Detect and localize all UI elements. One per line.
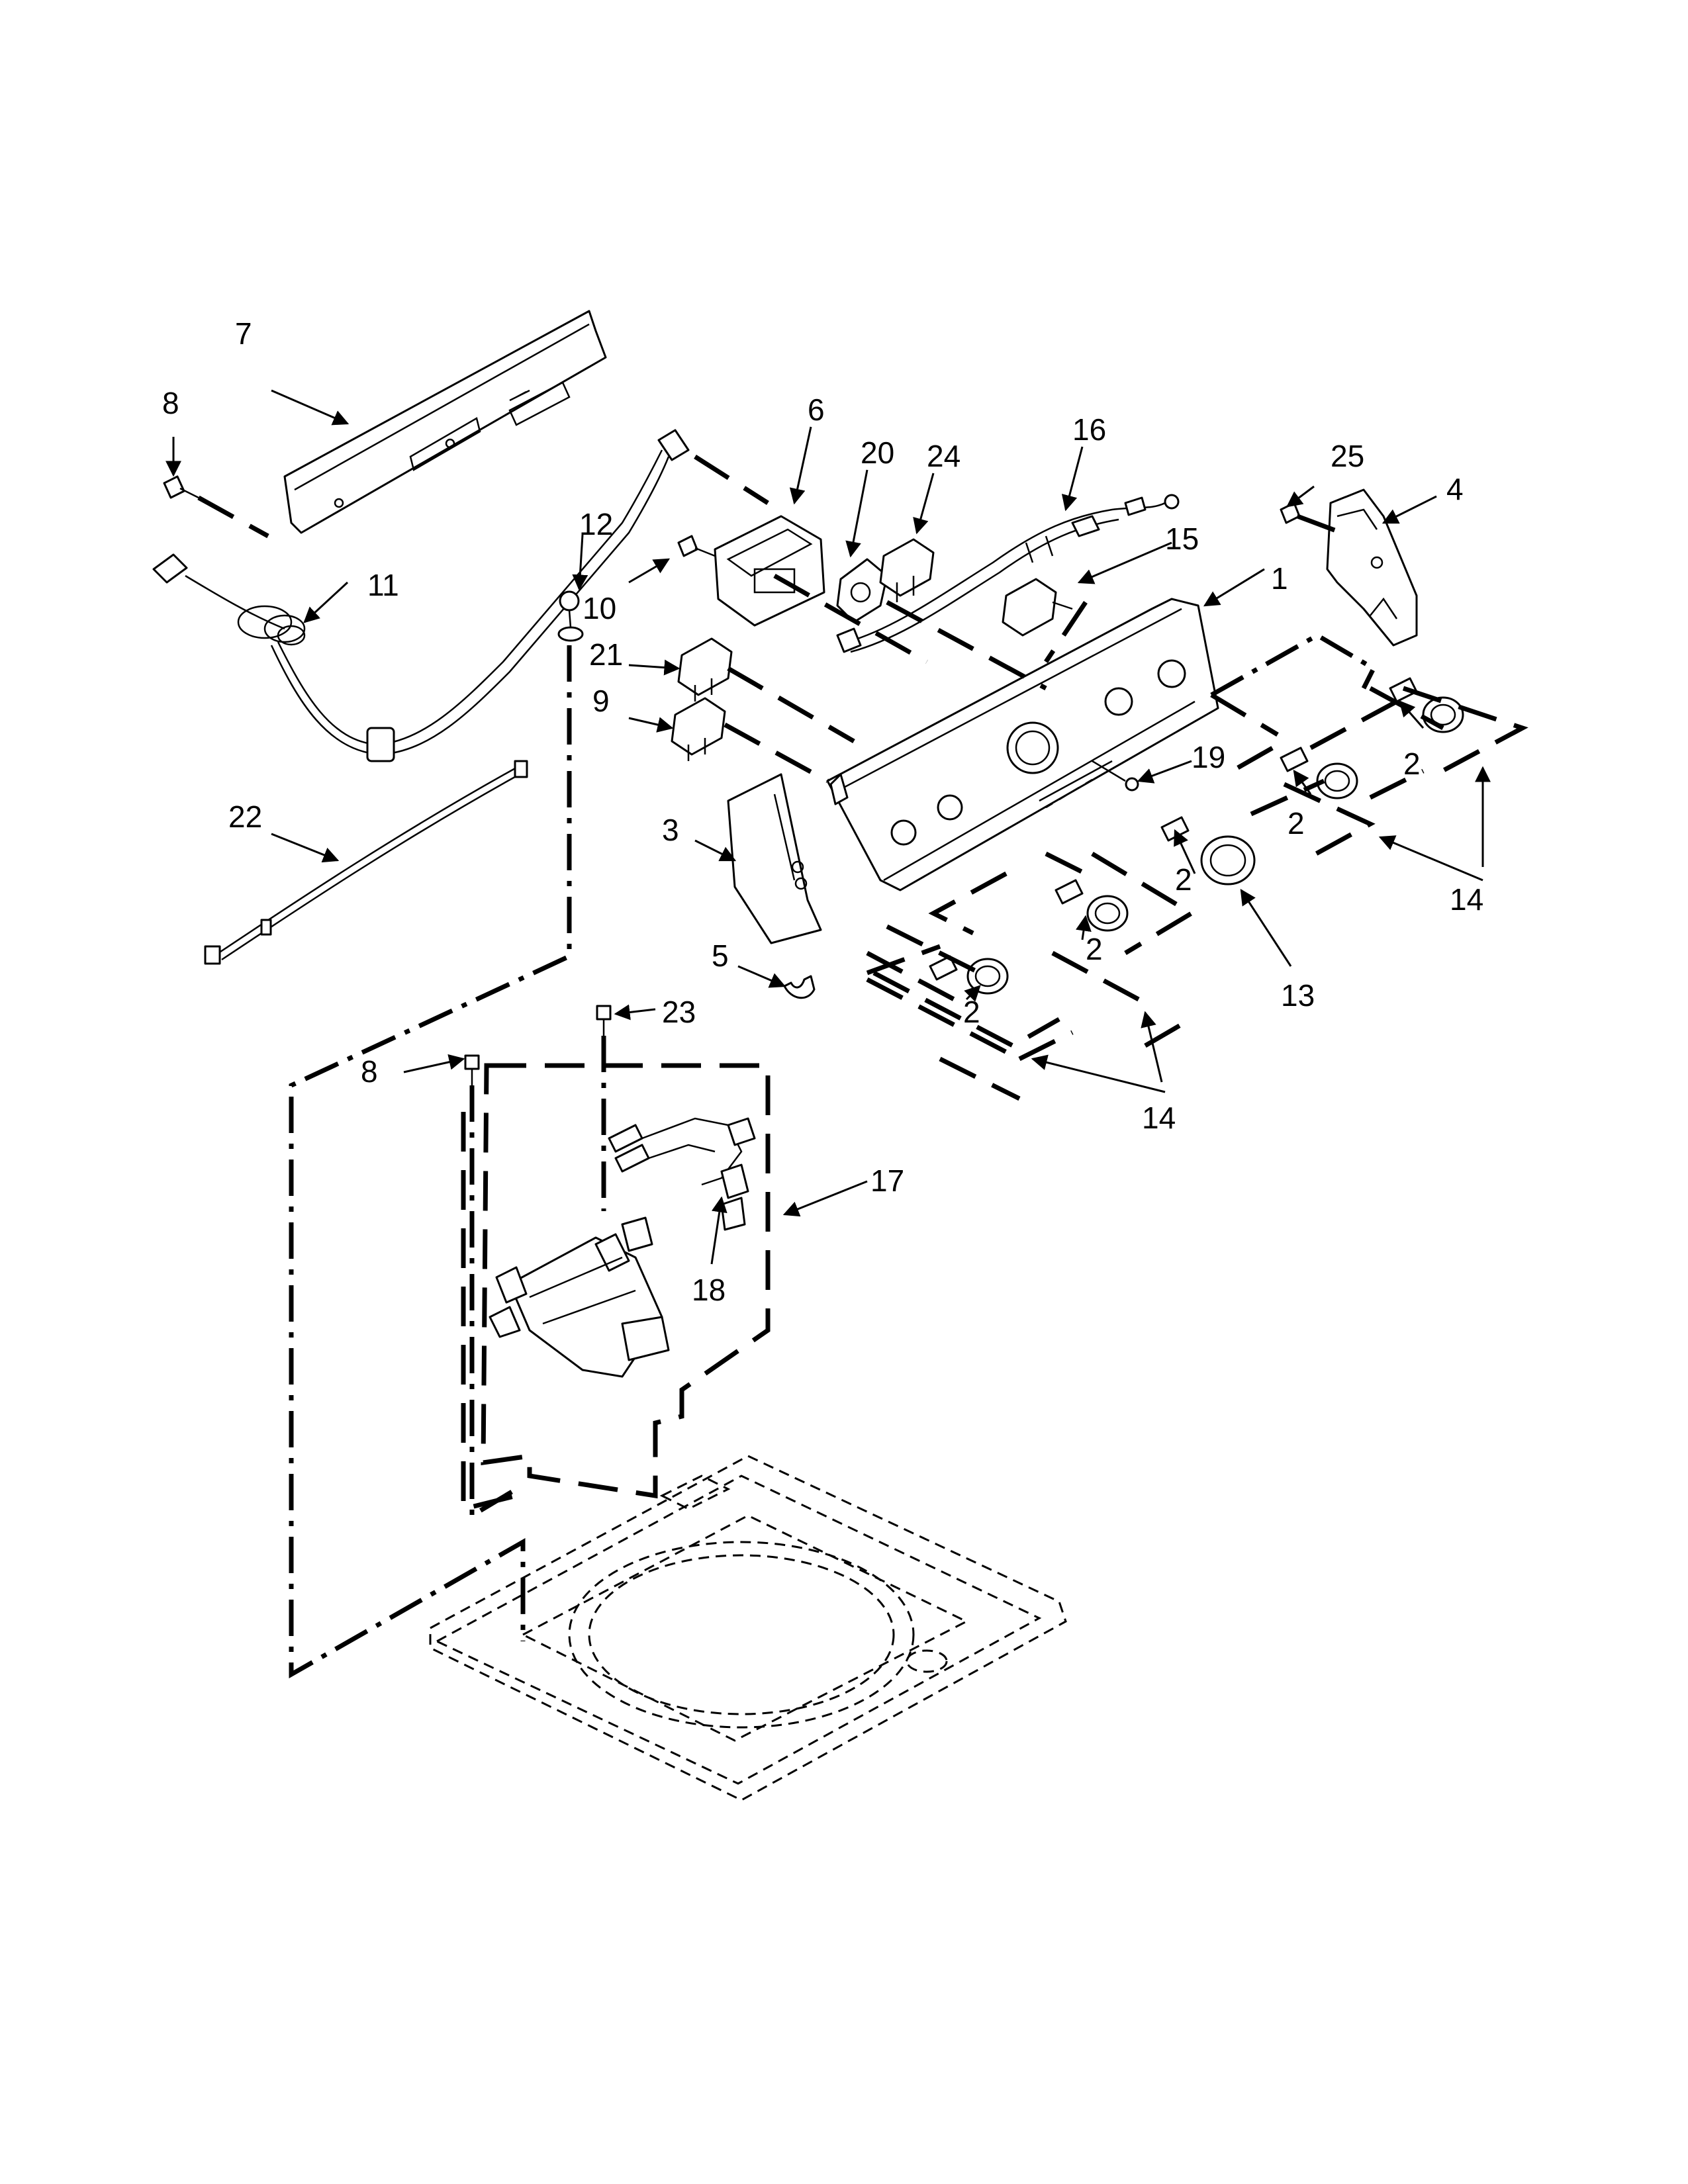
part-screw-top (163, 475, 199, 499)
part-wire-22 (204, 760, 528, 965)
part-screw-10 (677, 535, 716, 557)
callout-5: 5 (712, 938, 729, 973)
callout-16: 16 (1072, 412, 1106, 447)
callout-12: 12 (579, 507, 613, 541)
callout-8: 8 (361, 1054, 378, 1089)
part-switch-21 (677, 637, 733, 702)
part-knob-1 (929, 955, 1009, 995)
part-ground-screw (557, 590, 584, 642)
part-water-valve-assembly (489, 1216, 670, 1378)
callout-8: 8 (162, 386, 179, 420)
part-end-bracket (1326, 488, 1418, 647)
callout-18: 18 (692, 1273, 726, 1307)
callout-2: 2 (1288, 806, 1305, 841)
callout-21: 21 (589, 637, 623, 672)
callout-13: 13 (1281, 978, 1315, 1013)
part-clip-5 (783, 975, 816, 999)
callout-7: 7 (235, 316, 252, 351)
callout-23: 23 (662, 995, 696, 1029)
callout-9: 9 (592, 684, 610, 718)
callout-10: 10 (583, 591, 616, 625)
part-switch-15 (1002, 578, 1073, 637)
callout-3: 3 (662, 813, 679, 847)
callout-25: 25 (1331, 439, 1364, 473)
part-screw-23 (596, 1005, 612, 1036)
callout-1: 1 (1271, 561, 1288, 596)
part-19 (1092, 760, 1139, 792)
part-knob-2 (1055, 879, 1129, 932)
callout-2: 2 (1403, 747, 1421, 781)
callout-11: 11 (367, 568, 399, 602)
callout-22: 22 (228, 799, 262, 834)
part-control-console (826, 598, 1219, 891)
part-timer-knob (1200, 835, 1256, 886)
part-valve-harness-18 (608, 1117, 756, 1231)
callout-14: 14 (1142, 1101, 1176, 1135)
callout-2: 2 (963, 995, 980, 1029)
part-console-rear-panel (283, 310, 607, 534)
callout-15: 15 (1165, 522, 1199, 556)
part-wire-harness-16 (836, 494, 1180, 653)
callout-20: 20 (861, 435, 894, 470)
part-switch-9 (671, 697, 726, 761)
part-power-cord (152, 429, 690, 762)
assembly-lines (197, 455, 1528, 1679)
part-control-board (714, 515, 825, 627)
callout-19: 19 (1192, 740, 1225, 774)
callout-17: 17 (870, 1163, 904, 1198)
callout-14: 14 (1450, 882, 1483, 917)
callout-24: 24 (927, 439, 961, 473)
leader-lines (165, 389, 1491, 1265)
callout-labels: 1 2 2 2 2 2 3 4 5 6 7 8 8 9 10 11 12 13 … (162, 316, 1483, 1307)
callout-6: 6 (808, 392, 825, 427)
part-switch-24 (879, 538, 935, 602)
part-screw-8-lower (464, 1054, 480, 1085)
part-console-bracket-3 (727, 773, 822, 944)
callout-2: 2 (1086, 932, 1103, 966)
callout-2: 2 (1175, 862, 1192, 897)
part-cabinet-top (429, 1455, 1067, 1801)
part-knob-3 (1160, 816, 1190, 842)
callout-4: 4 (1446, 472, 1464, 506)
part-20-bracket (836, 558, 888, 623)
part-knob-4 (1280, 747, 1358, 799)
